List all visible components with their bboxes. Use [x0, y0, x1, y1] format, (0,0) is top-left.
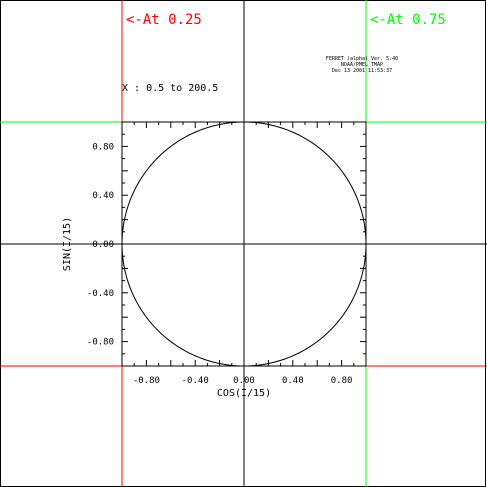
y-tick-label: -0.40 — [87, 289, 114, 299]
y-axis-label: SIN(I/15) — [62, 217, 73, 271]
range-note: X : 0.5 to 200.5 — [122, 83, 218, 94]
stamp-line: NOAA/PMEL TMAP — [341, 62, 383, 68]
y-tick-label: 0.40 — [92, 191, 114, 201]
x-axis-label: COS(I/15) — [217, 388, 271, 399]
y-tick-label: 0.80 — [92, 142, 114, 152]
series-group — [121, 121, 367, 367]
ferret-stamp: FERRET (alpha) Ver. 5.40 NOAA/PMEL TMAP … — [326, 56, 398, 74]
x-tick-label: -0.80 — [133, 376, 160, 386]
x-tick-label: 0.80 — [331, 376, 353, 386]
fraction-label-0.25: <-At 0.25 — [126, 12, 202, 28]
y-tick-label: -0.80 — [87, 338, 114, 348]
fraction-label-0.75: <-At 0.75 — [370, 12, 446, 28]
series-line — [121, 121, 367, 367]
x-tick-label: 0.40 — [282, 376, 304, 386]
x-tick-label: 0.00 — [233, 376, 255, 386]
stamp-line: FERRET (alpha) Ver. 5.40 — [326, 56, 398, 62]
x-ticks: -0.80 -0.40 0.00 0.40 0.80 — [121, 122, 367, 386]
x-tick-label: -0.40 — [182, 376, 209, 386]
y-tick-label: 0.00 — [92, 240, 114, 250]
stamp-line: Dec 13 2001 11:53:37 — [332, 68, 392, 74]
